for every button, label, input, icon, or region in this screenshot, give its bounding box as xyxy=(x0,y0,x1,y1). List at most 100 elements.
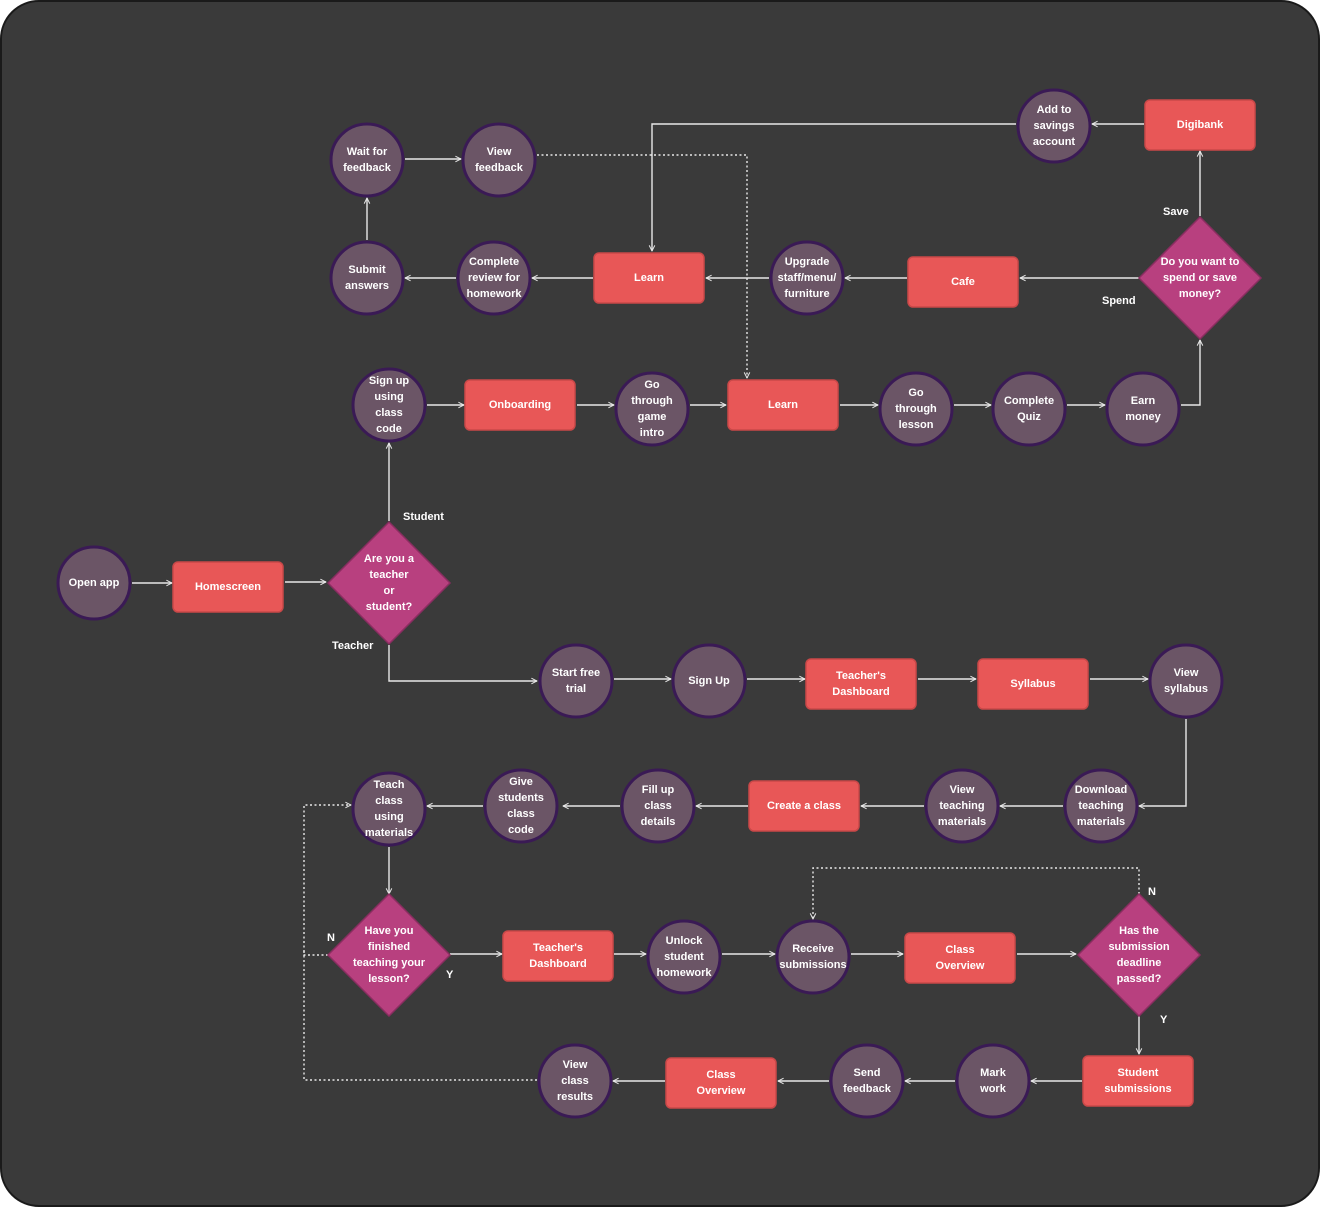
node-add-to-savings-label-2: account xyxy=(1033,136,1076,148)
node-view-syllabus-circle xyxy=(1148,643,1224,719)
node-go-through-lesson-label-1: through xyxy=(895,403,937,415)
node-digibank-box xyxy=(1144,99,1256,151)
node-finished-teaching-diamond xyxy=(326,892,452,1018)
node-earn-money-label-1: money xyxy=(1125,411,1161,423)
node-view-feedback-label-0: View xyxy=(487,146,512,158)
node-send-feedback-circle xyxy=(829,1043,905,1119)
node-receive-submissions-label-1: submissions xyxy=(779,959,846,971)
node-teachers-dashboard-2-box xyxy=(502,930,614,982)
node-upgrade-label-2: furniture xyxy=(784,288,829,300)
node-learn-main: Learn xyxy=(727,379,839,431)
node-class-overview-1-label-1: Overview xyxy=(936,960,985,972)
node-view-materials-label-2: materials xyxy=(938,816,986,828)
node-spend-or-save-label-0: Do you want to xyxy=(1161,256,1240,268)
node-cafe: Cafe xyxy=(907,256,1019,308)
node-mark-work-label-1: work xyxy=(979,1083,1007,1095)
node-class-overview-2-label-0: Class xyxy=(706,1069,735,1081)
edge-deadline-no xyxy=(813,867,1140,919)
node-cafe-box xyxy=(907,256,1019,308)
node-submit-answers-circle xyxy=(329,240,405,316)
node-student-submissions-box xyxy=(1082,1055,1194,1107)
node-view-syllabus-label-0: View xyxy=(1174,667,1199,679)
edge-label-decision-to-save: Save xyxy=(1163,206,1189,218)
node-teacher-or-student-label-2: or xyxy=(384,585,396,597)
node-student-submissions-label-1: submissions xyxy=(1104,1083,1171,1095)
node-sign-up-class-code-label-3: code xyxy=(376,423,402,435)
node-view-class-results-label-0: View xyxy=(563,1059,588,1071)
node-unlock-homework-label-0: Unlock xyxy=(666,935,704,947)
node-upgrade-circle xyxy=(769,240,845,316)
edge-label-decision-to-spend: Spend xyxy=(1102,295,1136,307)
node-teacher-or-student-label-1: teacher xyxy=(369,569,409,581)
node-teacher-or-student-label-3: student? xyxy=(366,601,413,613)
node-submit-answers-label-0: Submit xyxy=(348,264,386,276)
node-digibank: Digibank xyxy=(1144,99,1256,151)
node-download-materials-label-0: Download xyxy=(1075,784,1128,796)
node-fill-class-details-circle xyxy=(620,768,696,844)
node-game-intro-label-0: Go xyxy=(644,379,660,391)
node-class-overview-2-label-1: Overview xyxy=(697,1085,746,1097)
node-view-feedback-label-1: feedback xyxy=(475,162,524,174)
node-give-class-code-label-1: students xyxy=(498,792,544,804)
node-unlock-homework-circle xyxy=(646,919,722,995)
node-view-class-results-circle xyxy=(537,1043,613,1119)
node-learn-main-box xyxy=(727,379,839,431)
node-go-through-lesson-label-0: Go xyxy=(908,387,924,399)
node-complete-review-label-2: homework xyxy=(466,288,522,300)
node-go-through-lesson-label-2: lesson xyxy=(899,419,934,431)
node-teach-class-label-3: materials xyxy=(365,827,413,839)
node-complete-quiz-circle xyxy=(991,371,1067,447)
node-class-overview-1-label-0: Class xyxy=(945,944,974,956)
node-teacher-or-student-label-0: Are you a xyxy=(364,553,415,565)
node-teacher-or-student: Are you a teacher or student? xyxy=(326,520,452,646)
node-start-free-trial-label-1: trial xyxy=(566,683,586,695)
node-game-intro-label-3: intro xyxy=(640,427,665,439)
node-syllabus: Syllabus xyxy=(977,658,1089,710)
node-download-materials-label-1: teaching xyxy=(1078,800,1123,812)
node-teacher-or-student-diamond xyxy=(326,520,452,646)
node-teach-class-label-2: using xyxy=(374,811,403,823)
node-view-feedback-circle xyxy=(461,122,537,198)
node-create-class-box xyxy=(748,780,860,832)
edge-label-deadline-no: N xyxy=(1148,886,1156,898)
node-give-class-code-label-3: code xyxy=(508,824,534,836)
node-complete-quiz-label-1: Quiz xyxy=(1017,411,1041,423)
node-teach-class-label-1: class xyxy=(375,795,403,807)
node-unlock-homework-label-2: homework xyxy=(656,967,712,979)
node-digibank-label-0: Digibank xyxy=(1177,119,1224,131)
node-view-materials-circle xyxy=(924,768,1000,844)
node-onboarding-box xyxy=(464,379,576,431)
node-earn-money-label-0: Earn xyxy=(1131,395,1156,407)
node-view-feedback: View feedback xyxy=(461,122,537,198)
node-deadline-passed-label-1: submission xyxy=(1108,941,1169,953)
node-spend-or-save-label-2: money? xyxy=(1179,288,1221,300)
node-teachers-dashboard-1-label-1: Dashboard xyxy=(832,686,889,698)
node-add-to-savings-label-0: Add to xyxy=(1037,104,1072,116)
node-sign-up-label-0: Sign Up xyxy=(688,675,730,687)
node-learn-main-label-0: Learn xyxy=(768,399,798,411)
edge-decision-to-teacher xyxy=(388,645,537,681)
node-view-class-results-label-2: results xyxy=(557,1091,593,1103)
node-give-class-code-circle xyxy=(483,768,559,844)
node-add-to-savings-circle xyxy=(1016,88,1092,164)
node-learn-top: Learn xyxy=(593,252,705,304)
node-go-through-lesson-circle xyxy=(878,371,954,447)
